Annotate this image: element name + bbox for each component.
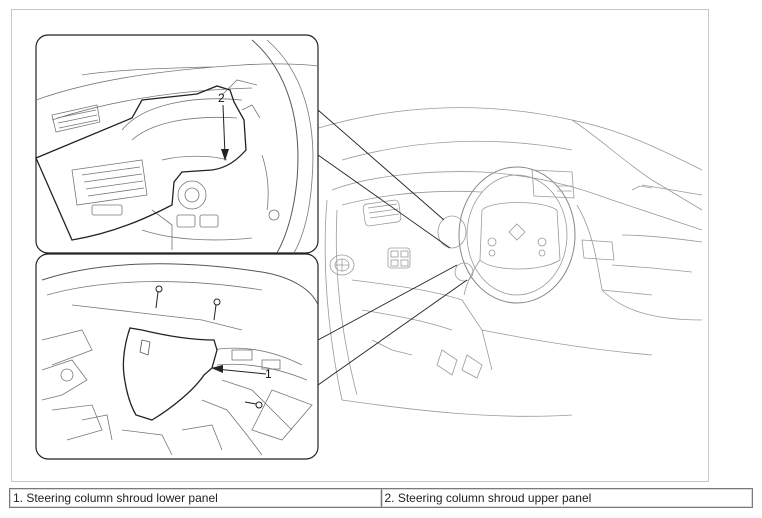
screw-icon xyxy=(213,298,221,321)
dashboard-overview xyxy=(311,107,703,417)
legend-item-upper-panel: 2. Steering column shroud upper panel xyxy=(380,488,753,508)
callout-label-upper-panel: 2 xyxy=(218,91,225,105)
inset-upper-panel: 2 xyxy=(35,34,319,254)
legend-item-lower-panel: 1. Steering column shroud lower panel xyxy=(9,488,382,508)
diagram-frame: 2 xyxy=(11,9,709,482)
lower-shroud-outline xyxy=(122,327,218,421)
parts-legend-table: 1. Steering column shroud lower panel 2.… xyxy=(9,488,753,508)
screw-icon xyxy=(155,285,163,309)
mounting-screws xyxy=(155,285,263,409)
callout-label-lower-panel: 1 xyxy=(265,367,272,381)
leader-lines xyxy=(317,109,468,386)
steering-shroud-diagram: 2 xyxy=(35,34,703,460)
legend-row: 1. Steering column shroud lower panel 2.… xyxy=(9,488,753,508)
screw-icon xyxy=(244,401,263,409)
inset-lower-panel: 1 xyxy=(35,253,319,460)
upper-shroud-outline xyxy=(35,85,247,241)
